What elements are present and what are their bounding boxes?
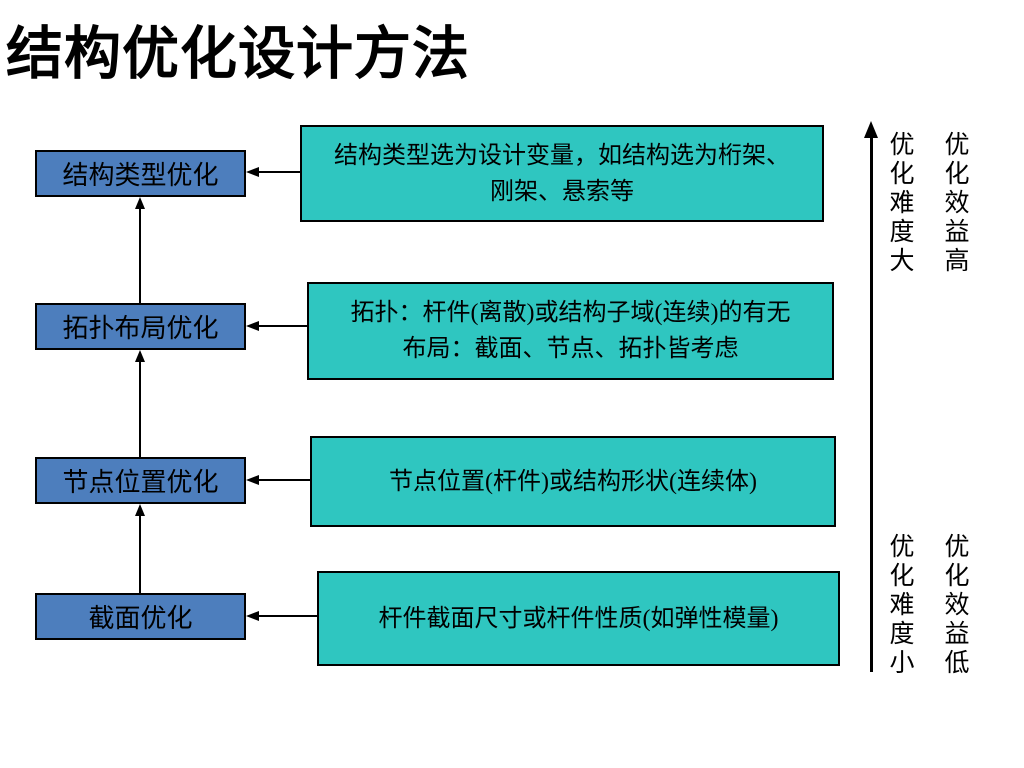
arrow-left-icon [246,611,259,621]
arrow-left-icon [246,321,259,331]
description-box-structure-type: 结构类型选为设计变量，如结构选为桁架、 刚架、悬索等 [300,125,824,222]
axis-arrow-up-icon [864,121,878,138]
description-text-node-position: 节点位置(杆件)或结构形状(连续体) [389,468,757,495]
description-text-structure-type: 结构类型选为设计变量，如结构选为桁架、 刚架、悬索等 [334,142,790,205]
connector-line-structure-type [259,171,302,173]
connector-line-cross-section [259,615,319,617]
arrow-left-icon [246,167,259,177]
stage-box-topology-layout: 拓扑布局优化 [35,303,246,350]
stage-box-structure-type: 结构类型优化 [35,150,246,197]
connector-line-up-2 [139,361,141,457]
axis-label-difficulty-high: 优化难度大 [889,132,915,275]
connector-line-up-1 [139,208,141,303]
stage-box-node-position: 节点位置优化 [35,457,246,504]
axis-label-benefit-high: 优化效益高 [944,132,970,275]
description-box-topology-layout: 拓扑：杆件(离散)或结构子域(连续)的有无 布局：截面、节点、拓扑皆考虑 [307,282,834,380]
arrow-up-icon [135,197,145,209]
connector-line-up-3 [139,515,141,593]
page-title: 结构优化设计方法 [6,22,470,86]
arrow-up-icon [135,350,145,362]
description-text-cross-section: 杆件截面尺寸或杆件性质(如弹性模量) [378,605,779,632]
stage-label-node-position: 节点位置优化 [62,468,219,497]
description-box-cross-section: 杆件截面尺寸或杆件性质(如弹性模量) [317,571,840,666]
axis-line [870,137,873,672]
stage-label-structure-type: 结构类型优化 [62,161,219,190]
axis-label-benefit-low: 优化效益低 [944,534,970,677]
stage-label-cross-section: 截面优化 [88,604,193,633]
connector-line-node-position [259,479,312,481]
arrow-left-icon [246,475,259,485]
stage-box-cross-section: 截面优化 [35,593,246,640]
stage-label-topology-layout: 拓扑布局优化 [62,314,219,343]
arrow-up-icon [135,504,145,516]
description-box-node-position: 节点位置(杆件)或结构形状(连续体) [310,436,836,527]
axis-label-difficulty-low: 优化难度小 [889,534,915,677]
connector-line-topology-layout [259,325,309,327]
description-text-topology-layout: 拓扑：杆件(离散)或结构子域(连续)的有无 布局：截面、节点、拓扑皆考虑 [350,300,791,362]
